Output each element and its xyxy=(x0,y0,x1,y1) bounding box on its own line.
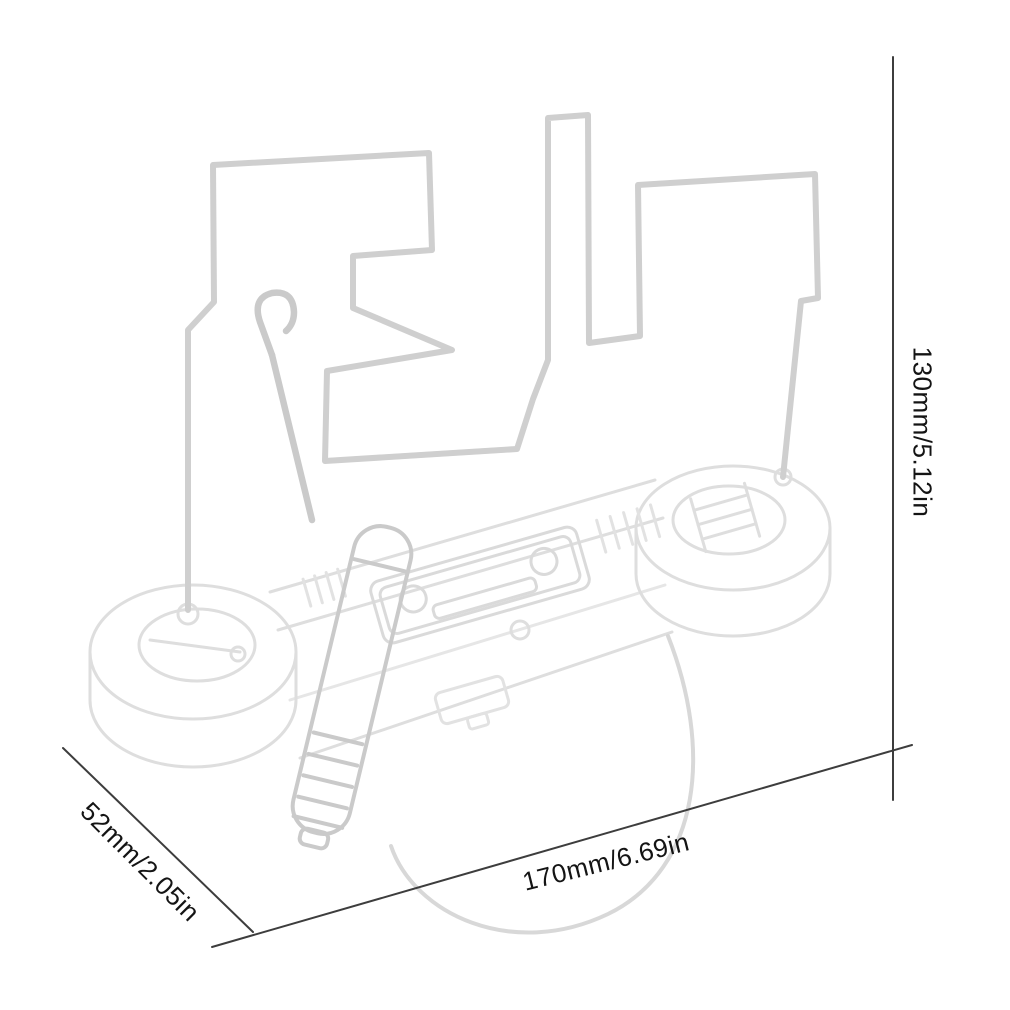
wand-hook-icon xyxy=(254,289,298,359)
left-pad xyxy=(88,583,298,769)
wand-shaft xyxy=(268,351,316,524)
cartoon-face-right-icon xyxy=(529,546,559,576)
depth-dimension-line xyxy=(62,747,254,933)
base-unit xyxy=(268,478,674,760)
wire-maze xyxy=(185,112,821,613)
logo-plate xyxy=(369,525,591,645)
ladder-icon xyxy=(689,481,762,554)
power-cable xyxy=(389,634,696,935)
height-dimension-label: 130mm/5.12in xyxy=(907,346,938,518)
hook-wand xyxy=(254,289,414,851)
battery-door xyxy=(433,674,511,731)
right-pad xyxy=(634,464,832,638)
width-dimension-line xyxy=(211,744,913,948)
vent-slats-left xyxy=(301,567,347,608)
vent-slats-right xyxy=(595,503,662,554)
power-button xyxy=(509,619,531,641)
logo-banner xyxy=(431,576,539,620)
wand-handle xyxy=(290,524,414,851)
